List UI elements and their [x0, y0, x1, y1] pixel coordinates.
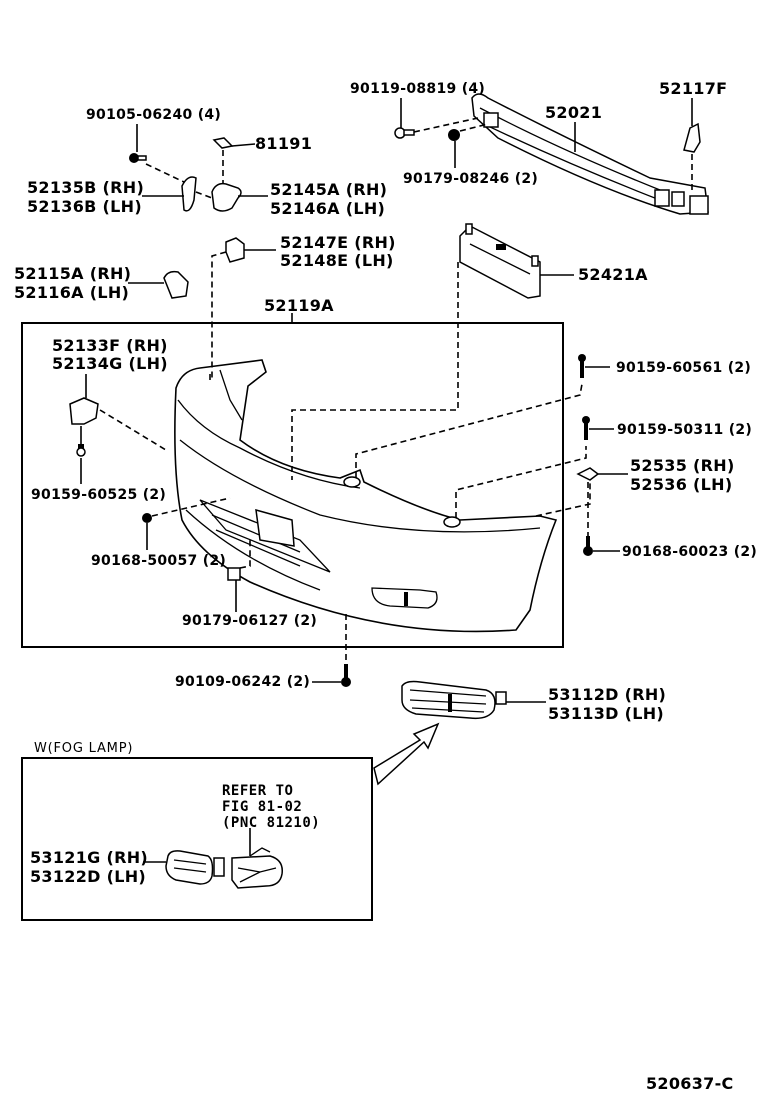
callout-90159-60561: 90159-60561 (2): [616, 360, 752, 376]
callout-52535-rh: 52535 (RH): [630, 456, 735, 475]
callout-90109-06242: 90109-06242 (2): [175, 674, 311, 690]
dash-90159-50311: [455, 446, 587, 518]
bolt-90109-06242-part: [341, 664, 351, 687]
reference-line-3: (PNC 81210): [222, 815, 321, 831]
bolt-90119-part: [394, 127, 415, 139]
callout-52536-lh: 52536 (LH): [630, 475, 733, 494]
callout-90159-50311: 90159-50311 (2): [617, 422, 753, 438]
dash-90179-06127: [239, 540, 251, 569]
callout-52115a-rh: 52115A (RH): [14, 264, 132, 283]
bracket-52421a-part: [459, 223, 541, 299]
fog-lamp-box: [21, 757, 373, 921]
callout-90159-60525: 90159-60525 (2): [31, 487, 167, 503]
callout-52146a-lh: 52146A (LH): [270, 199, 386, 218]
reference-line-1: REFER TO: [222, 783, 294, 799]
bumper-reinforcement-part: [471, 93, 709, 215]
label-81191-part: [212, 137, 234, 149]
callout-53112d-rh: 53112D (RH): [548, 685, 667, 704]
clip-90179-06127-part: [227, 567, 241, 581]
arrow-icon: [373, 722, 440, 786]
callout-52147e: 52147E (RH)52148E (LH): [280, 234, 396, 270]
dash-90119: [413, 117, 479, 133]
dash-90159-60561: [355, 383, 583, 478]
callout-90119-08819: 90119-08819 (4): [350, 81, 486, 97]
callout-52147e-rh: 52147E (RH): [280, 233, 396, 252]
callout-53122d-lh: 53122D (LH): [30, 867, 147, 886]
fog-cover-53121g-part: [165, 850, 225, 885]
callout-52145a-rh: 52145A (RH): [270, 180, 388, 199]
figure-code: 520637-C: [646, 1074, 734, 1093]
callout-53121g-rh: 53121G (RH): [30, 848, 149, 867]
callout-81191: 81191: [255, 134, 313, 153]
callout-90168-60023: 90168-60023 (2): [622, 544, 758, 560]
callout-52133f-rh: 52133F (RH): [52, 336, 168, 355]
callout-52134g-lh: 52134G (LH): [52, 354, 168, 373]
callout-90179-08246: 90179-08246 (2): [403, 171, 539, 187]
callout-52115a: 52115A (RH)52116A (LH): [14, 264, 131, 302]
callout-90105-06240: 90105-06240 (4): [86, 107, 222, 123]
dash-52147e: [211, 251, 227, 380]
callout-52535: 52535 (RH)52536 (LH): [630, 456, 735, 494]
callout-53112d: 53112D (RH)53113D (LH): [548, 685, 666, 723]
fog-lamp-section-title: W(FOG LAMP): [34, 741, 134, 756]
callout-53121g: 53121G (RH)53122D (LH): [30, 848, 148, 886]
callout-90179-06127: 90179-06127 (2): [182, 613, 318, 629]
screw-90105-part: [129, 153, 139, 163]
screw-90159-60561-part: [578, 354, 586, 378]
callout-52133f: 52133F (RH)52134G (LH): [52, 337, 168, 373]
bracket-52133f-part: [69, 397, 99, 425]
screw-90159-50311-part: [582, 416, 590, 440]
callout-52021: 52021: [545, 103, 603, 122]
callout-52145a: 52145A (RH)52146A (LH): [270, 180, 387, 218]
dash-52135b-52145a: [195, 191, 213, 199]
dash-90179-08246: [459, 123, 489, 132]
bracket-52135b-part: [181, 176, 197, 212]
callout-52116a-lh: 52116A (LH): [14, 283, 130, 302]
bracket-52115a-part: [163, 270, 189, 299]
dash-90168-50057: [151, 497, 231, 517]
bracket-52145a-part: [211, 182, 242, 212]
bolt-90168-60023-part: [583, 536, 593, 556]
fog-cover-53112d-part: [401, 680, 507, 720]
callout-52135b-rh: 52135B (RH): [27, 178, 145, 197]
fog-lamp-part: [231, 847, 283, 889]
dash-52421a: [291, 262, 459, 480]
reference-line-2: FIG 81-02: [222, 799, 303, 815]
screw-90105-shank: [137, 155, 147, 161]
callout-52136b-lh: 52136B (LH): [27, 197, 142, 216]
callout-52117f: 52117F: [659, 79, 728, 98]
dash-90105: [145, 163, 185, 183]
callout-52119a: 52119A: [264, 296, 334, 315]
retainer-52117f-part: [683, 122, 701, 153]
screw-90159-60525-part: [76, 444, 86, 457]
dash-52133f: [99, 409, 167, 451]
nut-90168-50057-part: [142, 513, 152, 523]
callout-90168-50057: 90168-50057 (2): [91, 553, 227, 569]
clip-52535-part: [576, 467, 600, 481]
callout-52135b: 52135B (RH)52136B (LH): [27, 178, 144, 216]
leader-81191: [231, 143, 256, 147]
callout-52421a: 52421A: [578, 265, 648, 284]
bumper-cover-part: [174, 359, 558, 633]
nut-90179-08246-part: [448, 129, 460, 141]
dash-52535: [535, 480, 591, 517]
callout-52148e-lh: 52148E (LH): [280, 251, 394, 270]
callout-53113d-lh: 53113D (LH): [548, 704, 665, 723]
clip-52147e-part: [225, 237, 245, 263]
